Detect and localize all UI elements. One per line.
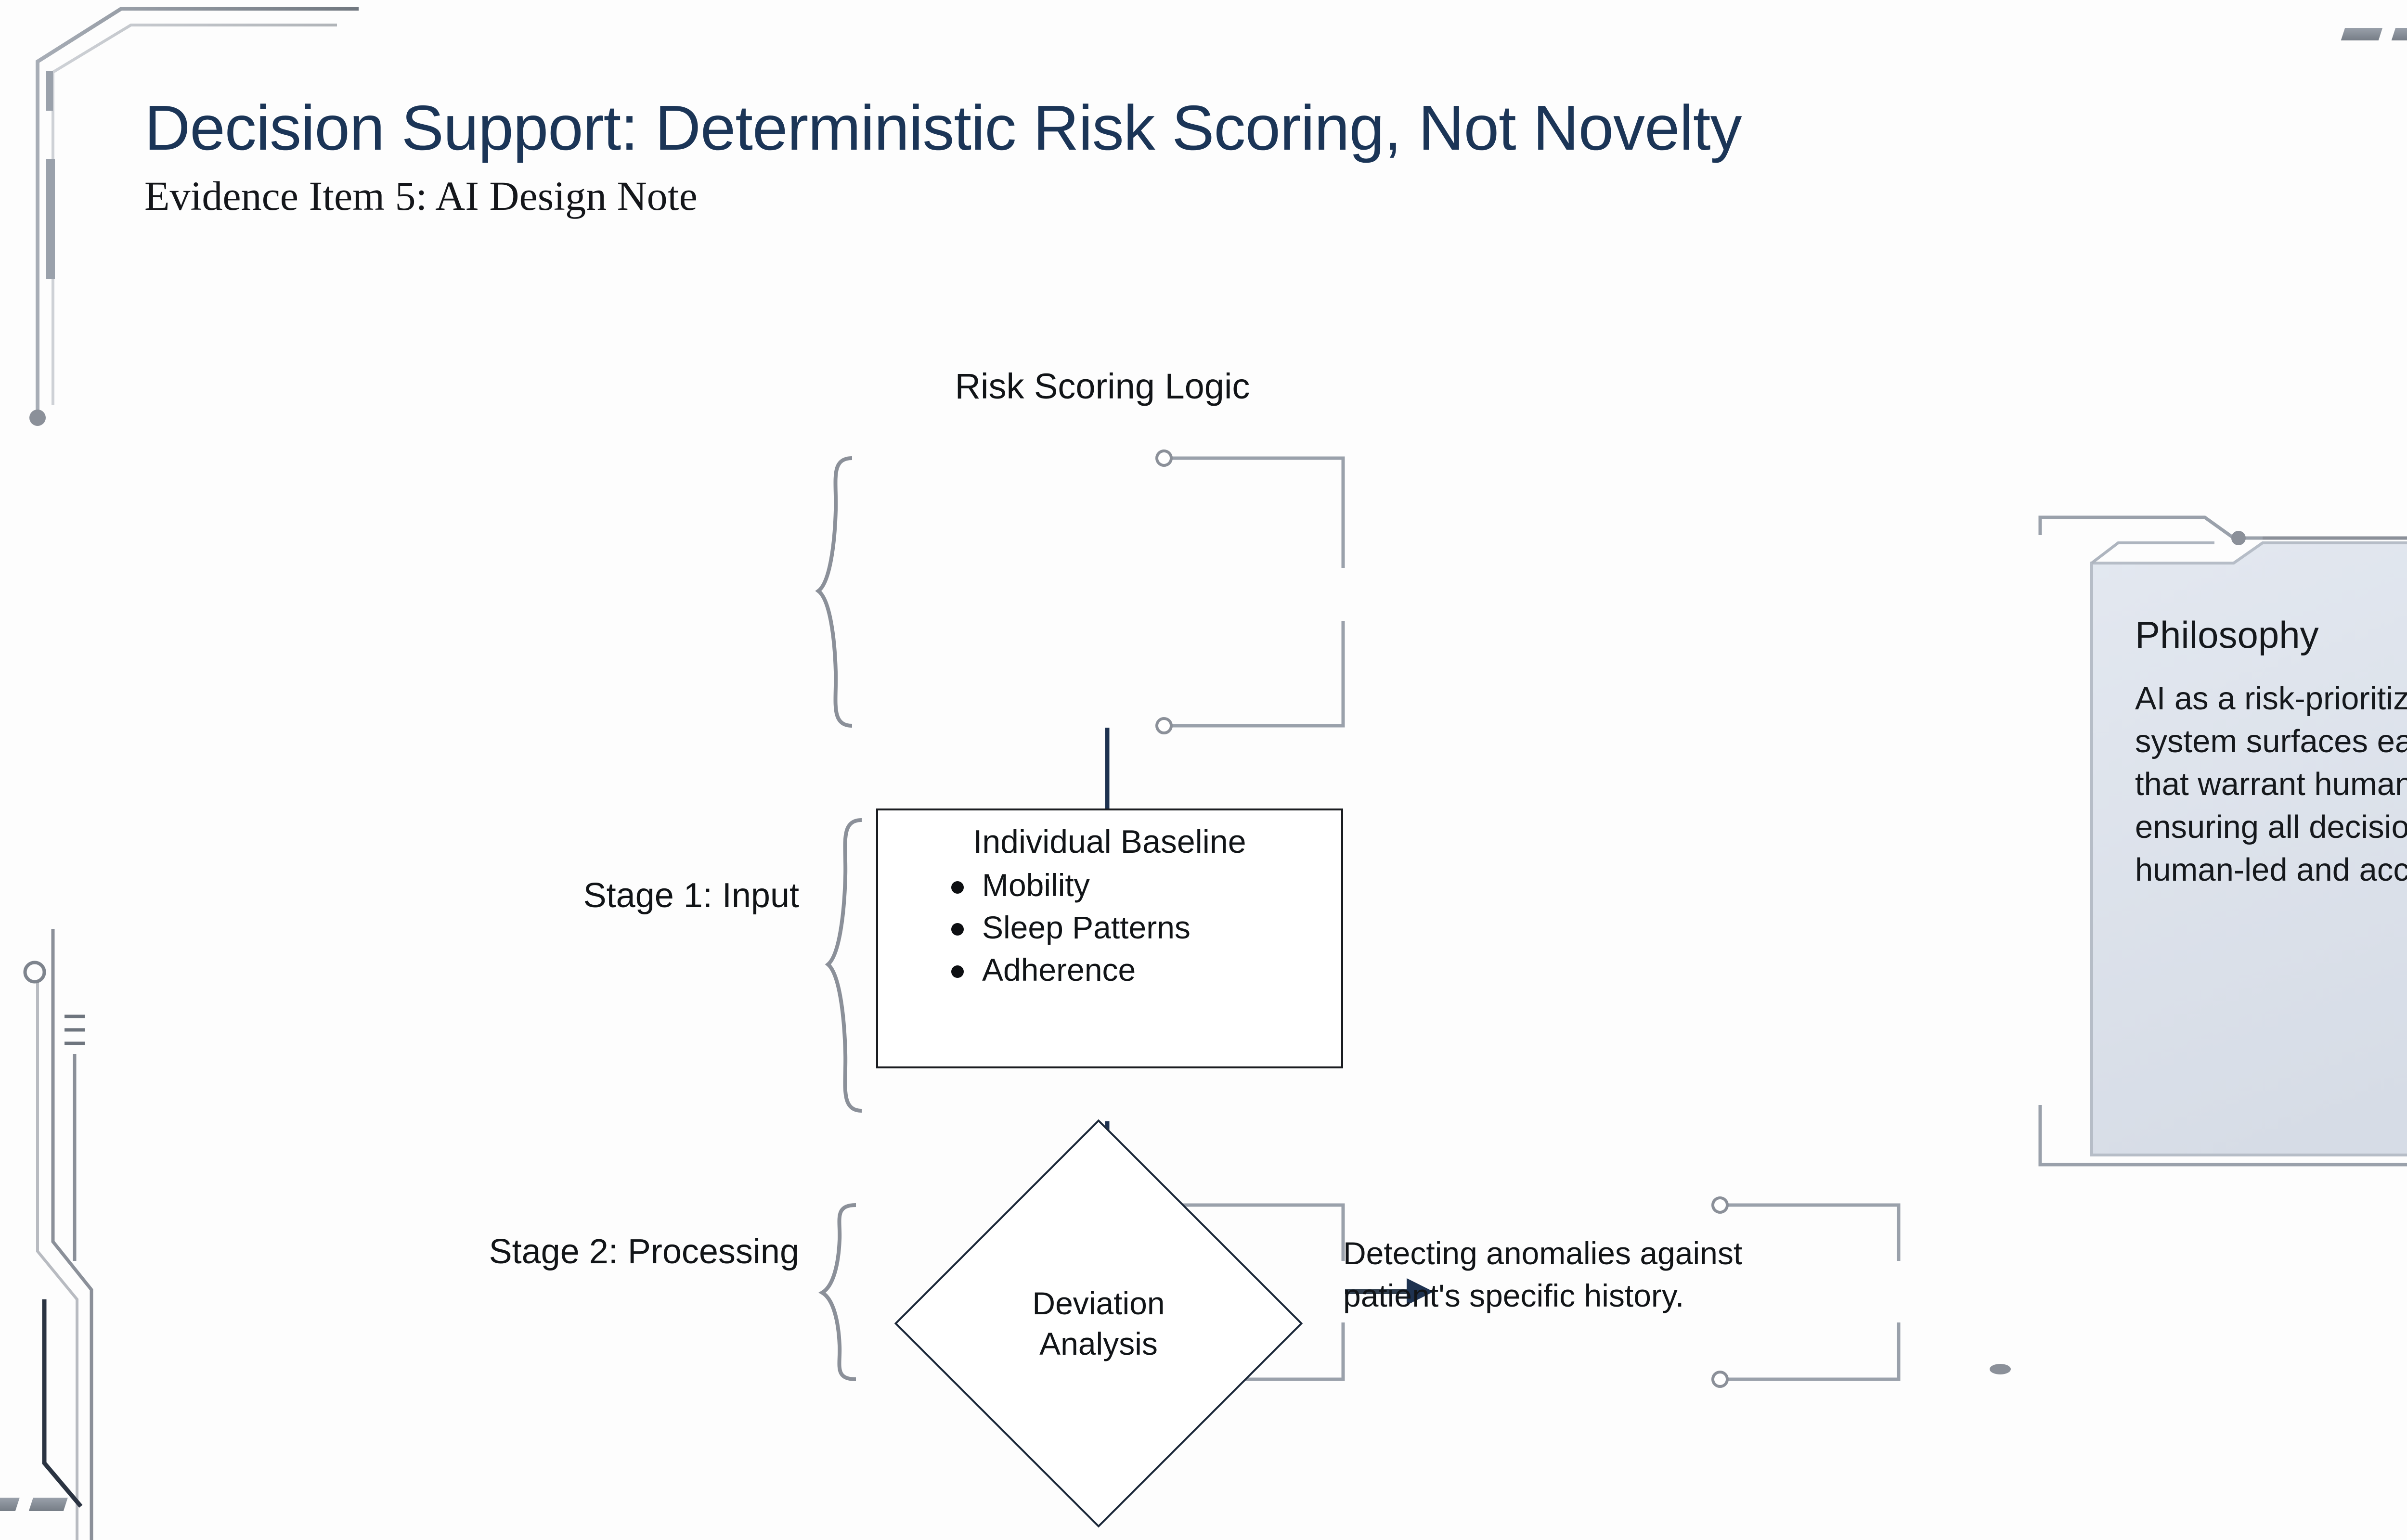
- flow-node-deviation-analysis[interactable]: Deviation Analysis: [894, 1119, 1303, 1528]
- accent-dashes-top-right: [2341, 28, 2407, 40]
- flow-node-individual-baseline[interactable]: Individual Baseline Mobility Sleep Patte…: [876, 808, 1343, 1068]
- flowchart-heading: Risk Scoring Logic: [955, 366, 1250, 406]
- philosophy-panel-body: Philosophy AI as a risk-prioritization l…: [2092, 533, 2407, 1179]
- flow-annotation: Detecting anomalies against patient's sp…: [1343, 1235, 1743, 1314]
- list-item: Sleep Patterns: [941, 907, 1341, 949]
- stage-label-2: Stage 2: Processing: [489, 1232, 799, 1271]
- diamond-label-line-2: Analysis: [1039, 1326, 1158, 1361]
- diamond-label-line-1: Deviation: [1032, 1285, 1165, 1321]
- list-item: Adherence: [941, 949, 1341, 991]
- list-item: Mobility: [941, 864, 1341, 907]
- flow-node-title: Individual Baseline: [973, 823, 1246, 860]
- philosophy-text: AI as a risk-prioritization layer. The s…: [2135, 680, 2407, 888]
- flowchart: Risk Scoring Logic Stage 1: Input Stage …: [0, 346, 1974, 1528]
- stage-label-1: Stage 1: Input: [583, 876, 799, 915]
- philosophy-panel: Philosophy AI as a risk-prioritization l…: [2072, 517, 2407, 1179]
- diamond-label: Deviation Analysis: [896, 1179, 1301, 1468]
- accent-bar-navy-bottom: [0, 1498, 68, 1511]
- page-title: Decision Support: Deterministic Risk Sco…: [144, 92, 1742, 163]
- page-subtitle: Evidence Item 5: AI Design Note: [144, 172, 698, 219]
- slide-header: Decision Support: Deterministic Risk Sco…: [144, 92, 2407, 219]
- section-divider: [1990, 371, 2011, 1374]
- philosophy-title: Philosophy: [2135, 614, 2319, 656]
- baseline-bullet-list: Mobility Sleep Patterns Adherence: [941, 864, 1341, 991]
